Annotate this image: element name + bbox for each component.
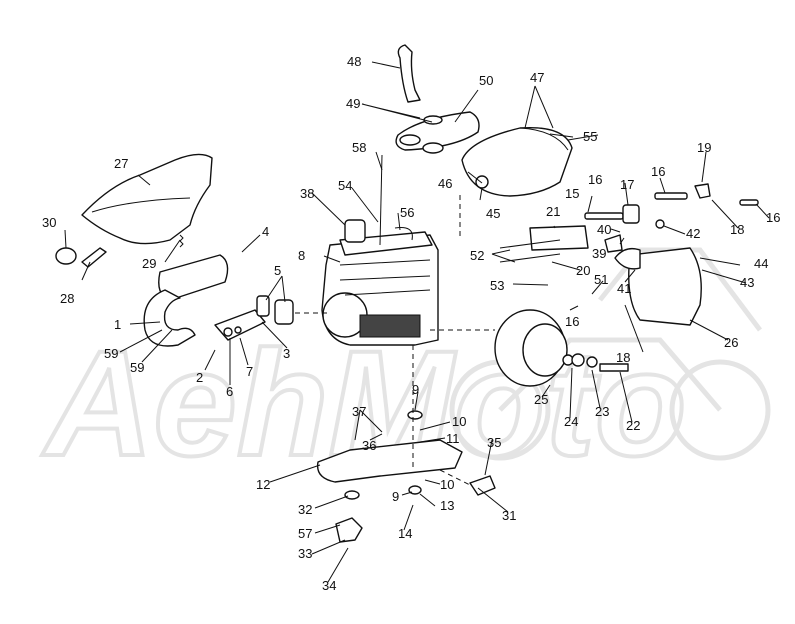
callout-15: 15 [565, 186, 579, 201]
part-hardware-lower [335, 410, 496, 543]
callout-38: 38 [300, 186, 314, 201]
leader-lines [64, 61, 770, 583]
callout-31: 31 [502, 508, 516, 523]
alignment-lines [295, 195, 495, 486]
callout-57: 57 [298, 526, 312, 541]
callout-56: 56 [400, 205, 414, 220]
callout-42: 42 [686, 226, 700, 241]
callout-45: 45 [486, 206, 500, 221]
callout-53: 53 [490, 278, 504, 293]
callout-16b: 16 [651, 164, 665, 179]
callout-19: 19 [697, 140, 711, 155]
callout-39: 39 [592, 246, 606, 261]
callout-12: 12 [256, 477, 270, 492]
callout-16c: 16 [766, 210, 780, 225]
callout-48: 48 [347, 54, 361, 69]
callout-9a: 9 [412, 382, 419, 397]
callout-47: 47 [530, 70, 544, 85]
callout-43: 43 [740, 275, 754, 290]
callout-4: 4 [262, 224, 269, 239]
callout-51: 51 [594, 272, 608, 287]
callout-17: 17 [620, 177, 634, 192]
part-oil-tank [614, 247, 702, 326]
callout-9b: 9 [392, 489, 399, 504]
callout-54: 54 [338, 178, 352, 193]
callout-22: 22 [626, 418, 640, 433]
callout-7: 7 [246, 364, 253, 379]
callout-34: 34 [322, 578, 336, 593]
part-bracket-21 [499, 225, 589, 263]
callout-10b: 10 [440, 477, 454, 492]
callout-18a: 18 [730, 222, 744, 237]
callout-37: 37 [352, 404, 366, 419]
part-engine [321, 154, 439, 346]
part-exhaust-manifold [214, 295, 294, 341]
callout-labels: 1 2 3 4 5 6 7 8 9 10 11 12 13 14 15 16 1… [42, 54, 780, 593]
callout-36: 36 [362, 438, 376, 453]
part-intake-boot [397, 44, 421, 103]
callout-59b: 59 [130, 360, 144, 375]
callout-59a: 59 [104, 346, 118, 361]
callout-27: 27 [114, 156, 128, 171]
callout-55: 55 [583, 129, 597, 144]
callout-5: 5 [274, 263, 281, 278]
callout-33: 33 [298, 546, 312, 561]
callout-2: 2 [196, 370, 203, 385]
callout-44: 44 [754, 256, 768, 271]
callout-49: 49 [346, 96, 360, 111]
callout-13: 13 [440, 498, 454, 513]
part-hardware-right [584, 183, 759, 253]
callout-58: 58 [352, 140, 366, 155]
callout-10a: 10 [452, 414, 466, 429]
part-exhaust-shield [81, 153, 213, 245]
callout-21: 21 [546, 204, 560, 219]
callout-16a: 16 [588, 172, 602, 187]
callout-8: 8 [298, 248, 305, 263]
callout-14: 14 [398, 526, 412, 541]
callout-20: 20 [576, 263, 590, 278]
callout-46: 46 [438, 176, 452, 191]
callout-23: 23 [595, 404, 609, 419]
callout-40: 40 [597, 222, 611, 237]
callout-41: 41 [617, 281, 631, 296]
callout-30: 30 [42, 215, 56, 230]
callout-35: 35 [487, 435, 501, 450]
part-airbox [461, 126, 573, 197]
part-spring [179, 234, 184, 248]
part-muffler [143, 254, 229, 347]
callout-29: 29 [142, 256, 156, 271]
callout-52: 52 [470, 248, 484, 263]
callout-26: 26 [724, 335, 738, 350]
callout-24: 24 [564, 414, 578, 429]
part-bracket-small [81, 247, 107, 268]
callout-25: 25 [534, 392, 548, 407]
part-airbox-lid [395, 111, 480, 154]
part-drive-pulley [494, 309, 629, 387]
callout-50: 50 [479, 73, 493, 88]
callout-1: 1 [114, 317, 121, 332]
callout-6: 6 [226, 384, 233, 399]
callout-3: 3 [283, 346, 290, 361]
part-mount-plate [316, 439, 463, 483]
part-cap [55, 247, 77, 265]
callout-28: 28 [60, 291, 74, 306]
callout-11: 11 [446, 431, 460, 446]
callout-18b: 18 [616, 350, 630, 365]
callout-32: 32 [298, 502, 312, 517]
callout-16d: 16 [565, 314, 579, 329]
